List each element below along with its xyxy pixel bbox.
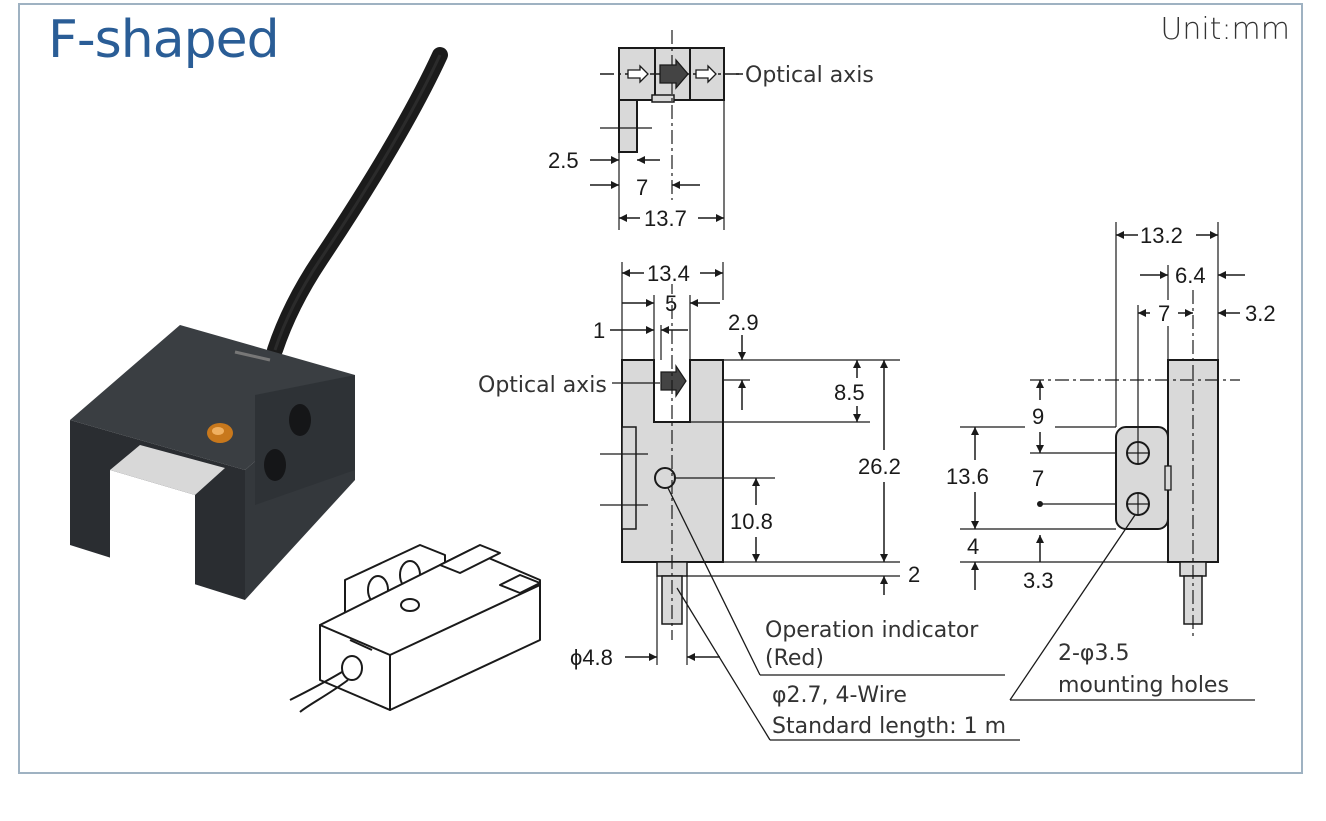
dim-6-4: 6.4: [1175, 263, 1206, 288]
sensor-line-drawing: [289, 544, 541, 713]
cable-spec-label: φ2.7, 4-Wire: [772, 683, 907, 708]
side-view: [945, 222, 1255, 701]
dim-9: 9: [1032, 404, 1044, 429]
optical-axis-label-top: Optical axis: [745, 63, 874, 88]
dim-13-6: 13.6: [946, 464, 989, 489]
unit-label: Unit:mm: [1160, 12, 1290, 47]
dim-8-5: 8.5: [834, 380, 865, 405]
dim-7-top: 7: [636, 175, 648, 200]
dim-13-2: 13.2: [1140, 223, 1183, 248]
dim-2: 2: [908, 562, 920, 587]
top-view: [590, 30, 740, 230]
dim-13-7: 13.7: [644, 206, 687, 231]
dim-10-8: 10.8: [730, 509, 773, 534]
dim-3-2: 3.2: [1245, 301, 1276, 326]
dim-3-3: 3.3: [1023, 568, 1054, 593]
mounting-holes-label: mounting holes: [1058, 673, 1229, 698]
dim-7-side: 7: [1158, 301, 1170, 326]
mounting-holes-count: 2-φ3.5: [1058, 641, 1129, 666]
dim-13-4: 13.4: [647, 261, 690, 286]
page-title: F-shaped: [48, 10, 280, 70]
dim-5: 5: [665, 291, 677, 316]
dim-2-5: 2.5: [548, 148, 579, 173]
dim-phi-4-8: ϕ4.8: [570, 645, 613, 670]
dim-7-mid: 7: [1032, 466, 1044, 491]
dim-26-2: 26.2: [858, 454, 901, 479]
operation-indicator-color: (Red): [765, 646, 824, 671]
operation-indicator-label: Operation indicator: [765, 618, 979, 643]
optical-axis-label-front: Optical axis: [478, 373, 607, 398]
dim-1: 1: [593, 318, 605, 343]
front-view: [600, 260, 1020, 741]
cable-length-label: Standard length: 1 m: [772, 714, 1006, 739]
dim-4: 4: [967, 534, 979, 559]
dim-2-9: 2.9: [728, 310, 759, 335]
sensor-photo: [70, 47, 448, 600]
